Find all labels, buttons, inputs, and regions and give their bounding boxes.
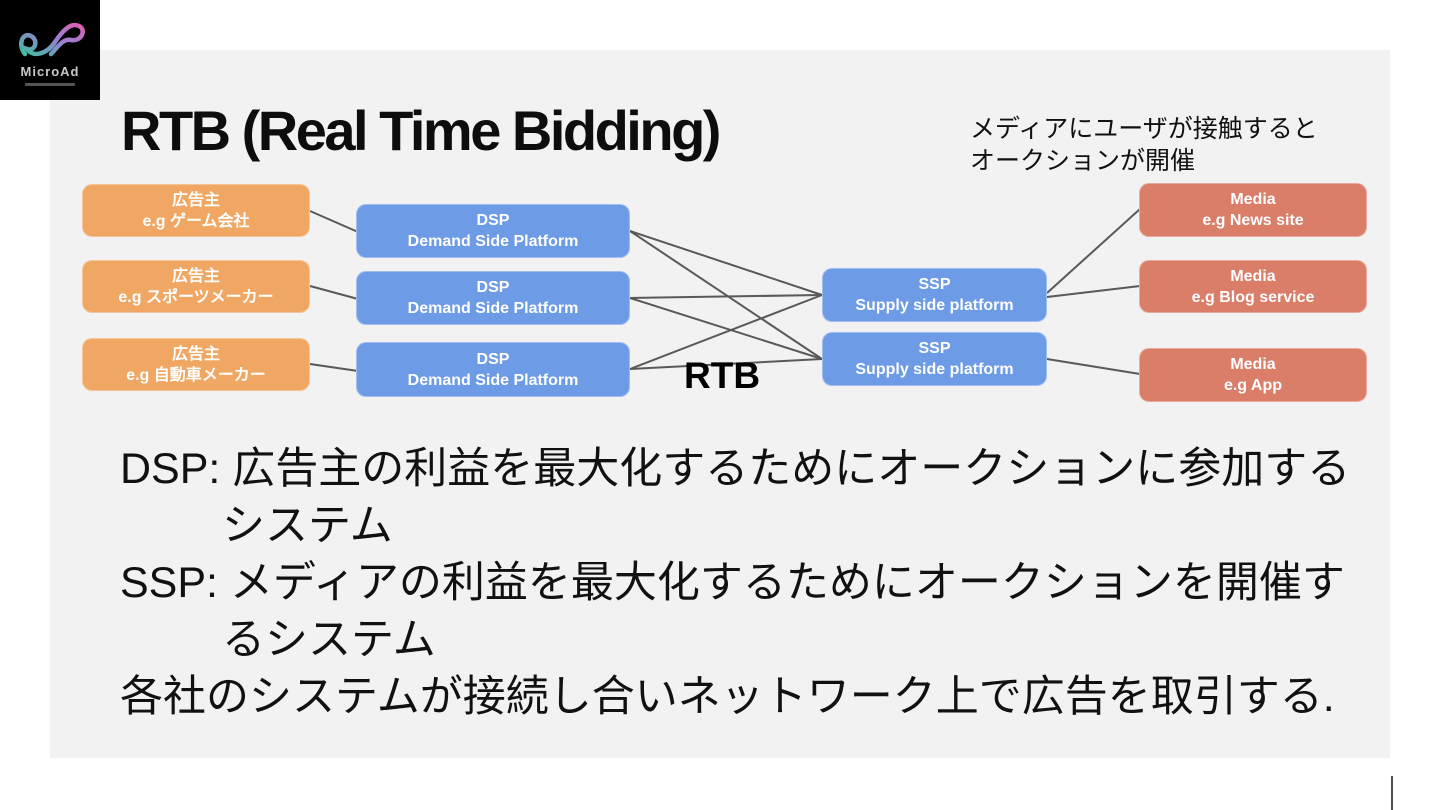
ssp-2-subtitle: Supply side platform (855, 361, 1014, 378)
ssp-definition-line1: SSP: メディアの利益を最大化するためにオークションを開催す (120, 559, 1345, 607)
dsp-2-title: DSP (476, 279, 510, 296)
dsp-node-3: DSP Demand Side Platform (356, 342, 630, 397)
advertiser-3-title: 広告主 (171, 345, 220, 363)
slide-title: RTB (Real Time Bidding) (121, 99, 721, 162)
media-node-1: Media e.g News site (1139, 183, 1367, 237)
advertiser-1-title: 広告主 (171, 191, 220, 209)
advertiser-node-2: 広告主 e.g スポーツメーカー (82, 260, 310, 313)
advertiser-2-example: e.g スポーツメーカー (118, 288, 274, 306)
microad-swirl-icon (19, 22, 85, 57)
media-1-title: Media (1230, 191, 1276, 208)
auction-annotation: メディアにユーザが接触すると オークションが開催 (970, 113, 1318, 177)
rtb-label: RTB (684, 355, 761, 396)
advertiser-2-title: 広告主 (171, 267, 220, 285)
dsp-definition-line1: DSP: 広告主の利益を最大化するためにオークションに参加する (120, 445, 1351, 493)
ssp-definition-line2: るシステム (222, 616, 436, 664)
ssp-2-title: SSP (918, 340, 951, 357)
media-3-title: Media (1230, 356, 1276, 373)
media-1-example: e.g News site (1202, 212, 1304, 229)
media-node-3: Media e.g App (1139, 348, 1367, 402)
advertiser-3-example: e.g 自動車メーカー (126, 366, 266, 384)
microad-brand-text: MicroAd (20, 64, 80, 79)
ssp-1-subtitle: Supply side platform (855, 297, 1014, 314)
dsp-3-subtitle: Demand Side Platform (407, 371, 579, 389)
dsp-node-1: DSP Demand Side Platform (356, 204, 630, 258)
slide-background (50, 50, 1390, 758)
media-2-example: e.g Blog service (1191, 288, 1315, 306)
dsp-1-subtitle: Demand Side Platform (407, 233, 579, 250)
page-edge-marker (1391, 776, 1393, 810)
ssp-1-title: SSP (918, 276, 951, 293)
media-node-2: Media e.g Blog service (1139, 260, 1367, 313)
advertiser-1-example: e.g ゲーム会社 (142, 212, 250, 230)
dsp-definition-line2: システム (222, 502, 393, 550)
ssp-node-1: SSP Supply side platform (822, 268, 1047, 322)
dsp-2-subtitle: Demand Side Platform (407, 300, 579, 317)
microad-tagline (25, 83, 75, 86)
network-summary-line: 各社のシステムが接続し合いネットワーク上で広告を取引する. (120, 673, 1335, 721)
microad-logo: MicroAd (0, 0, 100, 100)
auction-annotation-line1: メディアにユーザが接触すると (970, 115, 1318, 143)
advertiser-node-3: 広告主 e.g 自動車メーカー (82, 338, 310, 391)
media-2-title: Media (1230, 267, 1276, 285)
dsp-3-title: DSP (476, 350, 510, 368)
ssp-node-2: SSP Supply side platform (822, 332, 1047, 386)
dsp-1-title: DSP (476, 212, 510, 229)
dsp-node-2: DSP Demand Side Platform (356, 271, 630, 325)
auction-annotation-line2: オークションが開催 (970, 147, 1196, 175)
definitions-text: DSP: 広告主の利益を最大化するためにオークションに参加する システム SSP… (120, 441, 1350, 726)
advertiser-node-1: 広告主 e.g ゲーム会社 (82, 184, 310, 237)
media-3-example: e.g App (1223, 377, 1283, 394)
